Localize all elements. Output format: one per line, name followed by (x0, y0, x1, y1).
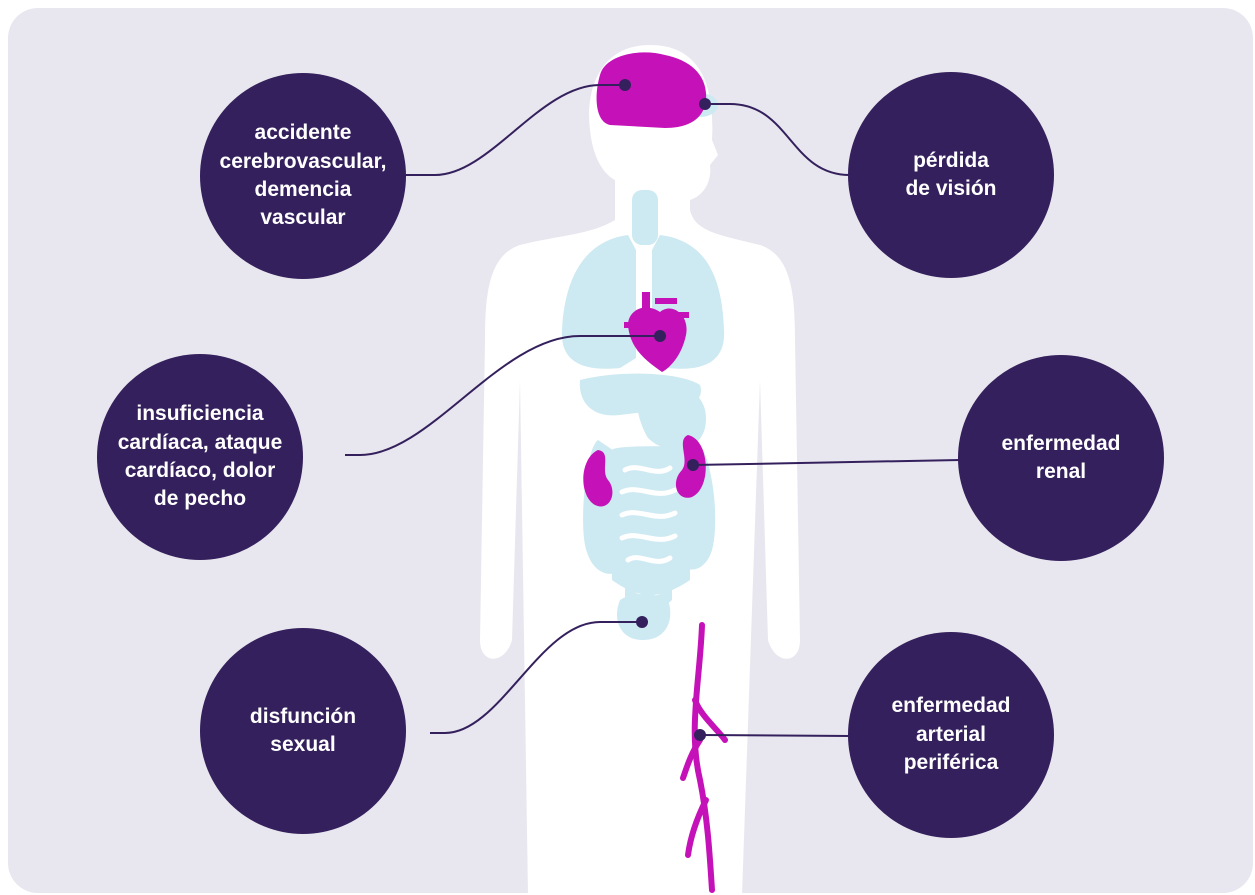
thyroid-icon (632, 190, 658, 245)
condition-bubble-vision: pérdida de visión (848, 72, 1054, 278)
condition-bubble-stroke: accidente cerebrovascular, demencia vasc… (200, 73, 406, 279)
condition-bubble-sexual: disfunción sexual (200, 628, 406, 834)
condition-label-kidney: enfermedad renal (1001, 430, 1120, 487)
connector-dot-eye (699, 98, 711, 110)
connector-dot-artery (694, 729, 706, 741)
connector-dot-bladder (636, 616, 648, 628)
connector-dot-heart (654, 330, 666, 342)
connector-arterial (700, 735, 850, 736)
condition-label-heart: insuficiencia cardíaca, ataque cardíaco,… (118, 400, 283, 513)
condition-label-stroke: accidente cerebrovascular, demencia vasc… (220, 119, 387, 232)
condition-label-vision: pérdida de visión (905, 147, 996, 204)
condition-bubble-arterial: enfermedad arterial periférica (848, 632, 1054, 838)
condition-bubble-heart: insuficiencia cardíaca, ataque cardíaco,… (97, 354, 303, 560)
condition-bubble-kidney: enfermedad renal (958, 355, 1164, 561)
connector-dot-kidney (687, 459, 699, 471)
condition-label-arterial: enfermedad arterial periférica (891, 692, 1010, 777)
connector-vision (705, 104, 870, 175)
condition-label-sexual: disfunción sexual (250, 703, 356, 760)
connector-dot-brain (619, 79, 631, 91)
